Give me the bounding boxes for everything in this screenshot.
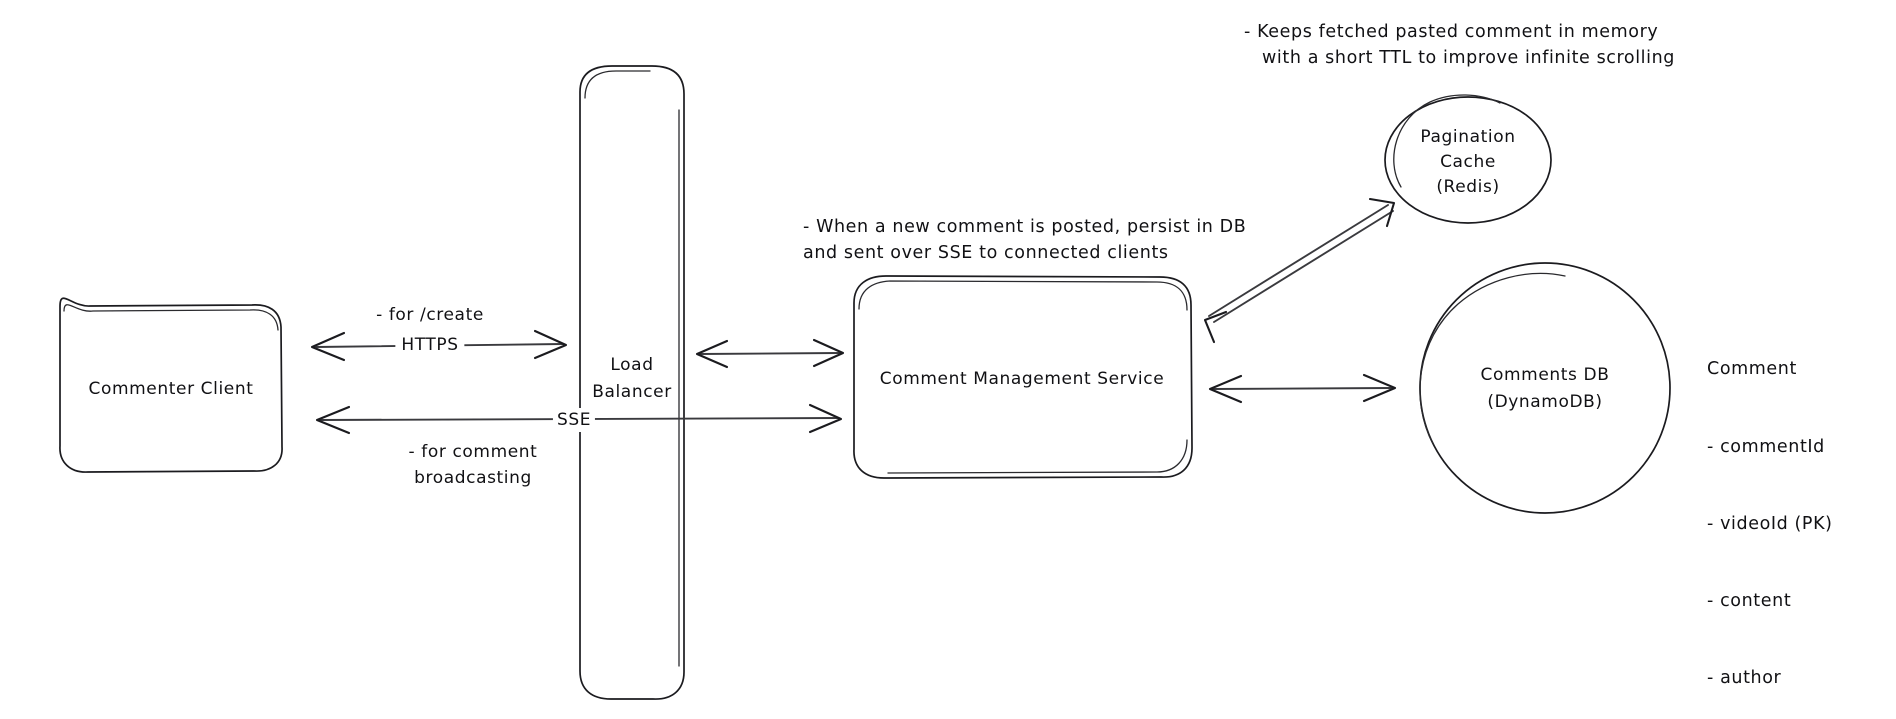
node-commenter-client-shape[interactable] bbox=[59, 297, 283, 473]
schema-block: Comment - commentId - videoId (PK) - con… bbox=[1707, 306, 1855, 719]
edge-note-broadcast-line1: - for comment bbox=[408, 442, 538, 462]
schema-field: - content bbox=[1707, 590, 1792, 611]
node-load-balancer-shape[interactable] bbox=[579, 65, 685, 700]
node-label-commenter-client: Commenter Client bbox=[88, 378, 254, 399]
node-label-comments-db-line2: (DynamoDB) bbox=[1487, 391, 1603, 412]
edge-label-sse: SSE bbox=[552, 408, 596, 433]
note-service-line2: and sent over SSE to connected clients bbox=[803, 243, 1169, 263]
node-pagination-cache-shape[interactable] bbox=[1384, 94, 1552, 224]
node-comment-service-shape[interactable] bbox=[853, 275, 1193, 479]
note-cache-line2: with a short TTL to improve infinite scr… bbox=[1262, 48, 1676, 68]
edge-note-broadcast-line2: broadcasting bbox=[414, 468, 532, 488]
schema-field: - videoId (PK) bbox=[1707, 513, 1833, 534]
note-service-line1: - When a new comment is posted, persist … bbox=[803, 217, 1247, 237]
edge-note-create: - for /create bbox=[376, 305, 484, 325]
node-comments-db-shape[interactable] bbox=[1419, 262, 1671, 514]
node-label-pagination-cache-line1: Pagination bbox=[1420, 126, 1516, 147]
schema-field: - commentId bbox=[1707, 436, 1825, 457]
node-label-comment-service: Comment Management Service bbox=[879, 368, 1165, 389]
node-label-comments-db-line1: Comments DB bbox=[1480, 364, 1610, 385]
node-label-load-balancer-line1: Load bbox=[610, 354, 654, 375]
schema-entity-name: Comment bbox=[1707, 359, 1797, 380]
edge-service-db[interactable] bbox=[1208, 373, 1397, 404]
note-cache-line1: - Keeps fetched pasted comment in memory bbox=[1244, 22, 1659, 42]
node-label-load-balancer-line2: Balancer bbox=[592, 381, 672, 402]
edge-service-cache[interactable] bbox=[1203, 197, 1396, 344]
schema-field: - author bbox=[1707, 668, 1782, 689]
edge-lb-service-top[interactable] bbox=[695, 338, 845, 369]
node-label-pagination-cache-line3: (Redis) bbox=[1436, 176, 1500, 197]
node-label-pagination-cache-line2: Cache bbox=[1440, 151, 1496, 172]
edge-label-https: HTTPS bbox=[395, 333, 465, 358]
